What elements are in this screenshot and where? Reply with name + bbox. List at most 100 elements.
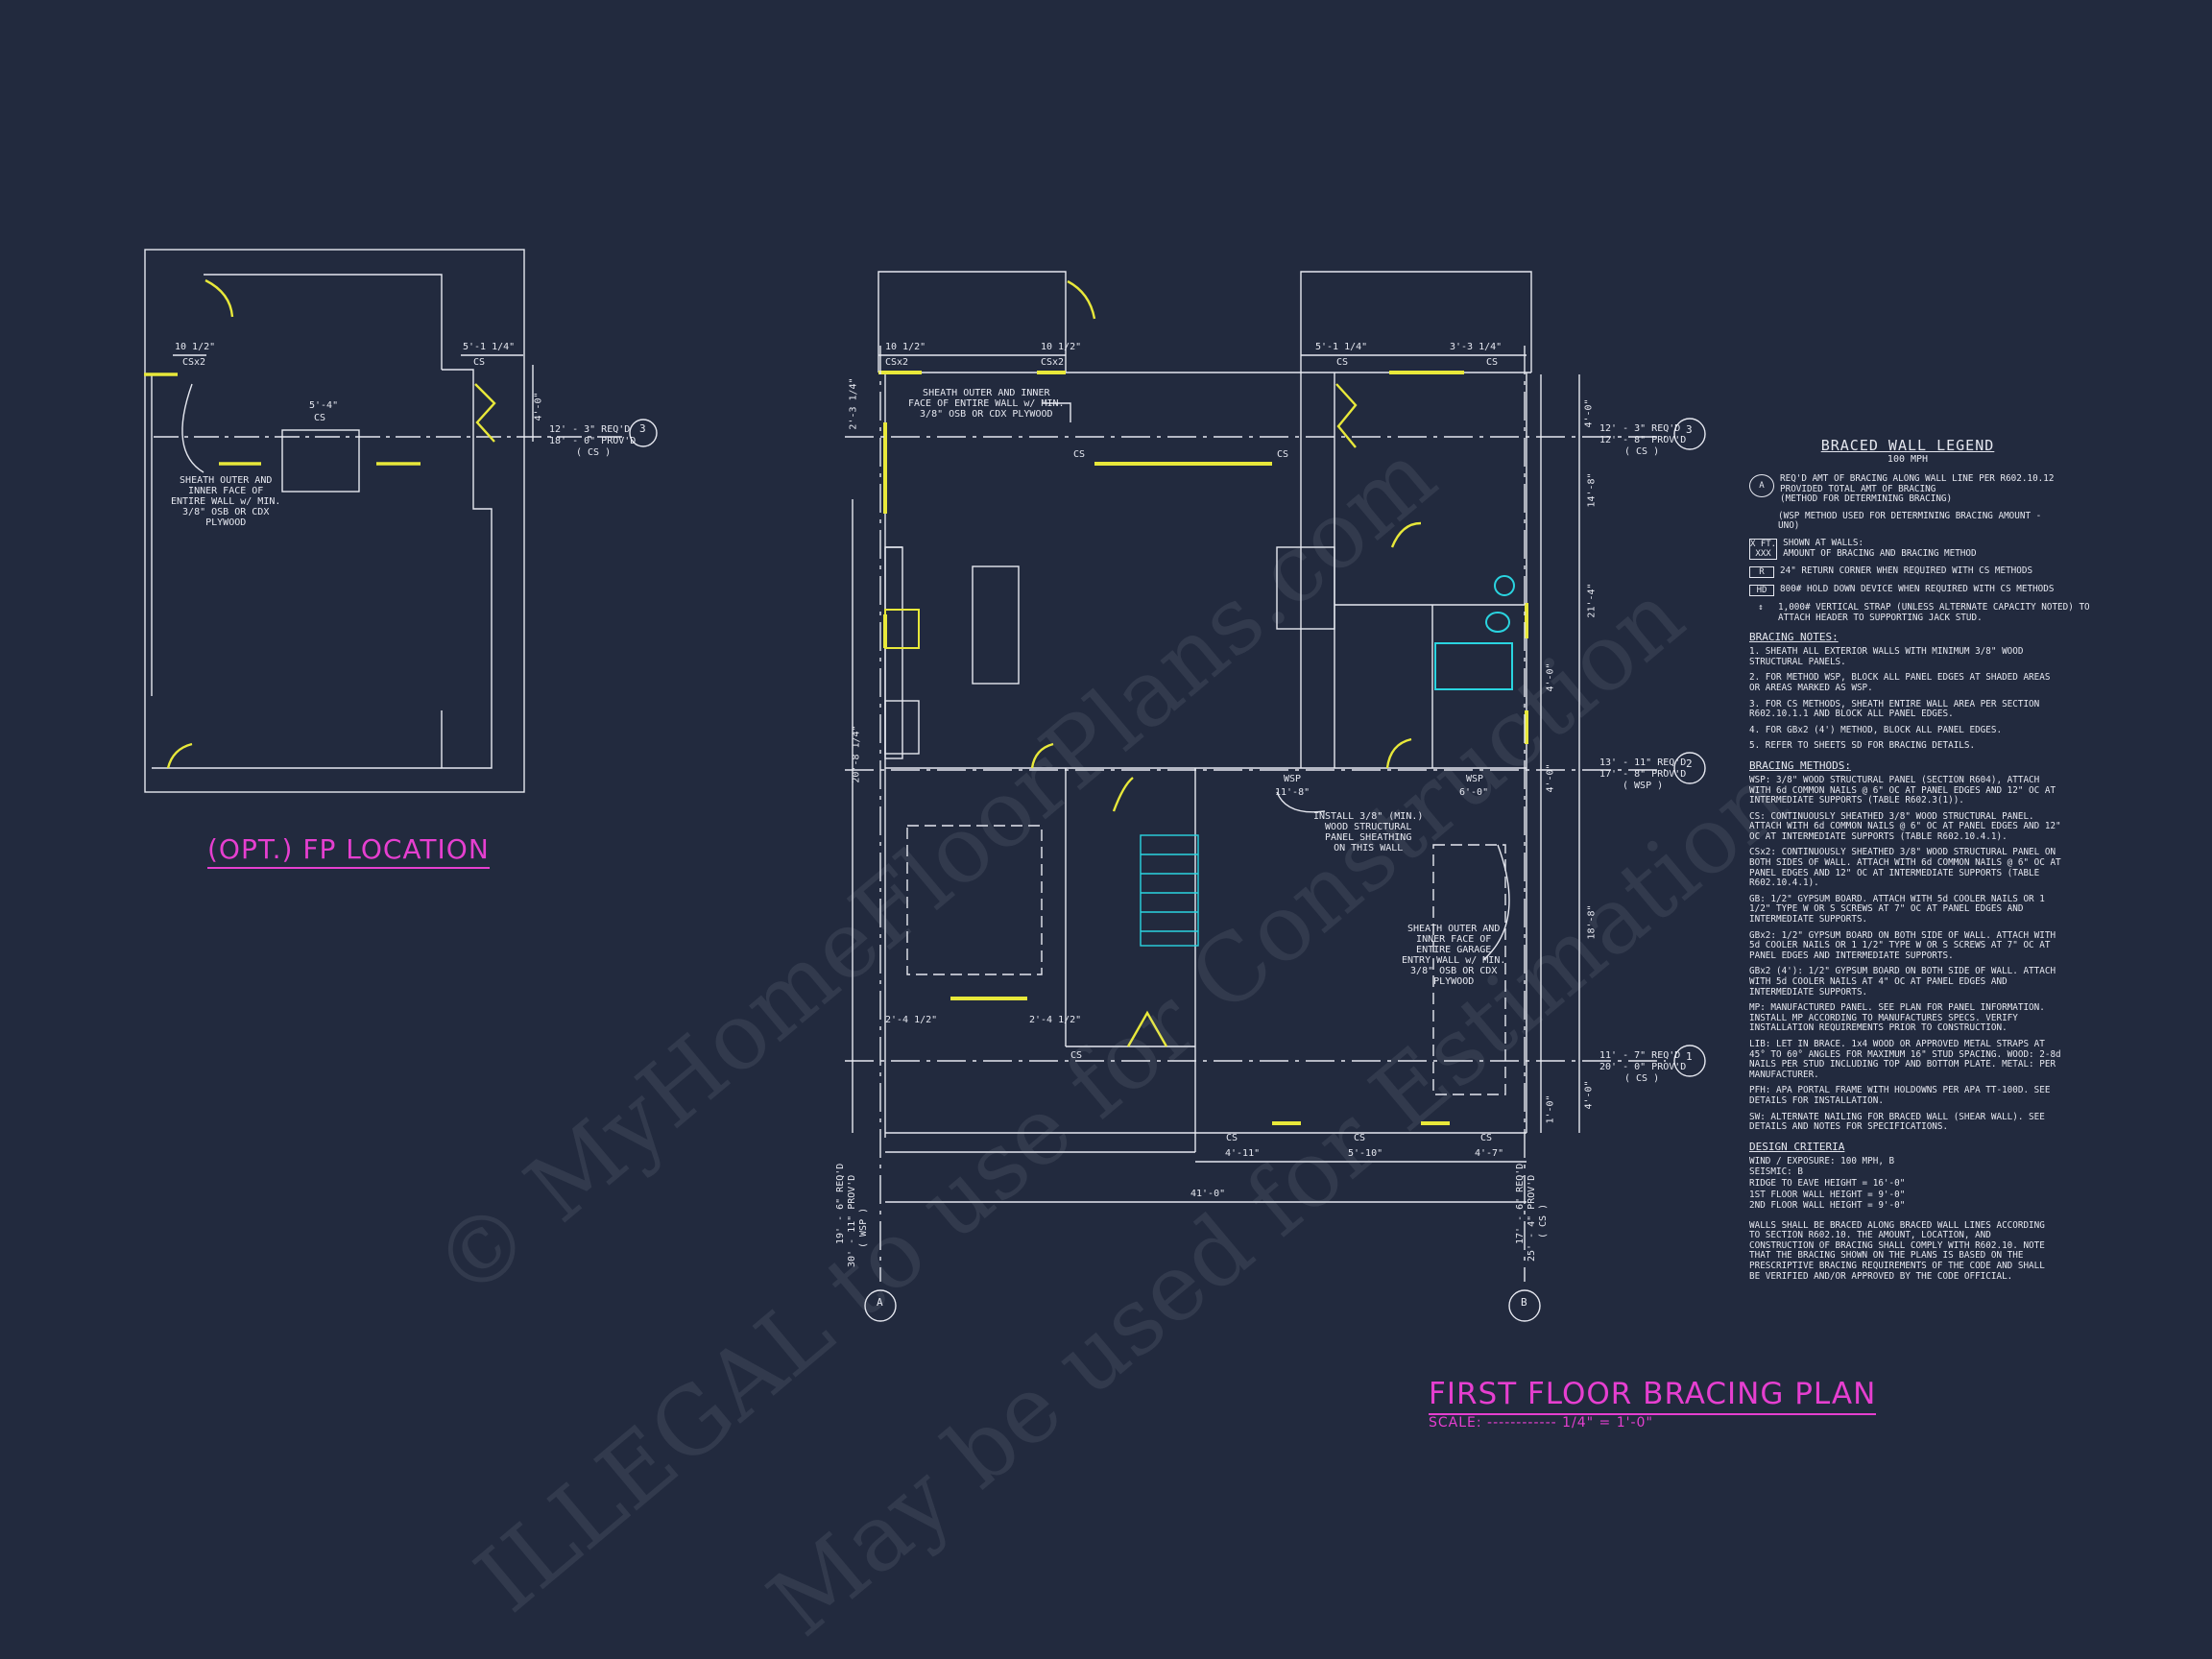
legend-text: 24" RETURN CORNER WHEN REQUIRED WITH CS … <box>1780 565 2033 576</box>
tag-cs-5: CS <box>1354 1133 1366 1143</box>
fp-dim-3: 5'-4" <box>309 400 339 411</box>
main-plan-title: FIRST FLOOR BRACING PLAN <box>1429 1377 1877 1415</box>
grid-a-req: 19' - 6" REQ'D <box>835 1163 846 1244</box>
grid-3-prov: 12' - 8" PROV'D <box>1599 435 1687 445</box>
mid-dim-1: 11'-8" <box>1275 787 1310 798</box>
legend-row: X FT. XXX SHOWN AT WALLS: AMOUNT OF BRAC… <box>1749 538 2066 560</box>
right-dim-7: 4'-0" <box>1583 1080 1595 1110</box>
legend-row: ↕ 1,000# VERTICAL STRAP (UNLESS ALTERNAT… <box>1749 602 2089 623</box>
stair-outline <box>1140 834 1199 947</box>
main-plan-scale: SCALE: ------------ 1/4" = 1'-0" <box>1429 1415 1653 1431</box>
main-top-bay-left <box>878 271 1067 373</box>
strap-icon: ↕ <box>1758 602 1764 613</box>
door-zigzag <box>1335 383 1358 448</box>
legend-title: BRACED WALL LEGEND <box>1820 437 1995 454</box>
leader-garage <box>1482 844 1510 961</box>
mid-dim-3: 2'-4 1/2" <box>885 1015 938 1025</box>
bath-sink <box>1494 575 1515 596</box>
braced-wall-legend: BRACED WALL LEGEND 100 MPH A REQ'D AMT O… <box>1749 437 2090 1287</box>
door-swing <box>1126 1010 1168 1047</box>
legend-text: 1,000# VERTICAL STRAP (UNLESS ALTERNATE … <box>1778 601 2090 623</box>
bracing-methods-title: BRACING METHODS: <box>1749 758 1851 772</box>
bottom-dim-3: 4'-7" <box>1475 1148 1504 1159</box>
first-floor-plan <box>845 271 1706 1322</box>
right-dim-3: 21'-4" <box>1586 583 1598 618</box>
grid-1-method: ( CS ) <box>1624 1073 1660 1084</box>
right-dim-6: 18'-8" <box>1586 904 1598 940</box>
fp-door-swing-2 <box>166 742 193 769</box>
bracing-method: LIB: LET IN BRACE. 1x4 WOOD OR APPROVED … <box>1749 1038 2061 1080</box>
mid-dim-2: 6'-0" <box>1459 787 1489 798</box>
grid-a-label: A <box>877 1296 883 1309</box>
main-fireplace <box>1276 546 1335 630</box>
grid-1-prov: 20' - 0" PROV'D <box>1599 1062 1687 1072</box>
grid-2-label: 2 <box>1686 757 1693 770</box>
legend-closing-note: WALLS SHALL BE BRACED ALONG BRACED WALL … <box>1749 1219 2045 1282</box>
bracing-note: 5. REFER TO SHEETS SD FOR BRACING DETAIL… <box>1749 740 1976 752</box>
door-swing <box>1390 521 1422 548</box>
fp-prov: 18' - 0" PROV'D <box>549 436 637 446</box>
bottom-dim-2: 5'-10" <box>1348 1148 1383 1159</box>
fp-sheath-note: SHEATH OUTER AND INNER FACE OF ENTIRE WA… <box>171 475 281 528</box>
braced-wall-lines <box>845 346 1666 1282</box>
fp-grid-bubble-3 <box>629 419 658 447</box>
bath-tub <box>1434 642 1513 690</box>
grid-1-req: 11' - 7" REQ'D <box>1599 1050 1681 1061</box>
fp-dim-1: 10 1/2" <box>175 342 216 352</box>
main-counter-run <box>884 546 903 759</box>
grid-3-label: 3 <box>1686 423 1693 436</box>
bracing-method: GBx2 (4'): 1/2" GYPSUM BOARD ON BOTH SID… <box>1749 966 2056 998</box>
legend-row: (WSP METHOD USED FOR DETERMINING BRACING… <box>1749 510 2066 532</box>
legend-row: R 24" RETURN CORNER WHEN REQUIRED WITH C… <box>1749 565 2066 578</box>
bracing-notes-title: BRACING NOTES: <box>1749 631 1839 644</box>
bracing-method: SW: ALTERNATE NAILING FOR BRACED WALL (S… <box>1749 1111 2045 1133</box>
tag-cs-6: CS <box>1480 1133 1493 1143</box>
main-island <box>972 565 1020 685</box>
right-dim-8: 1'-0" <box>1545 1094 1556 1124</box>
right-dim-2: 14'-8" <box>1586 472 1598 508</box>
right-dim-5: 4'-0" <box>1545 763 1556 793</box>
grid-b-prov: 25' - 4" PROV'D <box>1527 1174 1537 1262</box>
fp-outline <box>144 249 525 793</box>
fp-walls <box>204 274 443 370</box>
fp-grid-label: 3 <box>639 422 646 435</box>
right-dim-4: 4'-0" <box>1545 662 1556 692</box>
design-criterion: 2ND FLOOR WALL HEIGHT = 9'-0" <box>1749 1200 1906 1212</box>
leader-sheath <box>1042 402 1071 422</box>
bracing-method: MP: MANUFACTURED PANEL. SEE PLAN FOR PAN… <box>1749 1002 2045 1034</box>
grid-3-req: 12' - 3" REQ'D <box>1599 423 1681 434</box>
legend-symbol-bubble: A <box>1749 474 1774 497</box>
braced-wall-segments <box>878 371 1528 1125</box>
bracing-method: CSx2: CONTINUOUSLY SHEATHED 3/8" WOOD ST… <box>1749 847 2061 889</box>
tag-cs-4: CS <box>1226 1133 1238 1143</box>
main-top-tag-4: CS <box>1486 357 1499 368</box>
grid-bubble-b <box>1508 1289 1541 1322</box>
door-swing <box>1067 279 1096 320</box>
fp-leader <box>181 383 204 473</box>
right-dim-1: 4'-0" <box>1583 398 1595 428</box>
fp-location-plan <box>144 249 658 793</box>
main-top-tag-2: CSx2 <box>1041 357 1065 368</box>
main-top-dim-2: 10 1/2" <box>1041 342 1082 352</box>
left-dim-1: 2'-3 1/4" <box>848 377 859 430</box>
main-top-tag-1: CSx2 <box>885 357 909 368</box>
door-swing <box>1385 737 1412 769</box>
mid-dim-4: 2'-4 1/2" <box>1029 1015 1082 1025</box>
legend-symbol-tag: X FT. XXX <box>1749 538 1778 560</box>
main-sink <box>884 700 920 755</box>
main-stair <box>1140 834 1199 947</box>
design-criteria-title: DESIGN CRITERIA <box>1749 1140 1845 1153</box>
door-swing <box>1112 777 1134 812</box>
fp-dim-side: 4'-0" <box>533 392 544 421</box>
main-top-dim-3: 5'-1 1/4" <box>1315 342 1368 352</box>
design-criterion: RIDGE TO EAVE HEIGHT = 16'-0" <box>1749 1177 1906 1189</box>
main-sheath-note: SHEATH OUTER AND INNER FACE OF ENTIRE WA… <box>908 388 1065 420</box>
grid-1-label: 1 <box>1686 1050 1693 1063</box>
main-install-note: INSTALL 3/8" (MIN.) WOOD STRUCTURAL PANE… <box>1313 811 1424 854</box>
design-criterion: SEISMIC: B <box>1749 1166 1803 1178</box>
legend-text: (WSP METHOD USED FOR DETERMINING BRACING… <box>1778 510 2042 532</box>
grid-bubble-a <box>864 1289 897 1322</box>
grid-2-prov: 17' - 8" PROV'D <box>1599 769 1687 780</box>
grid-b-method: ( CS ) <box>1538 1203 1549 1238</box>
